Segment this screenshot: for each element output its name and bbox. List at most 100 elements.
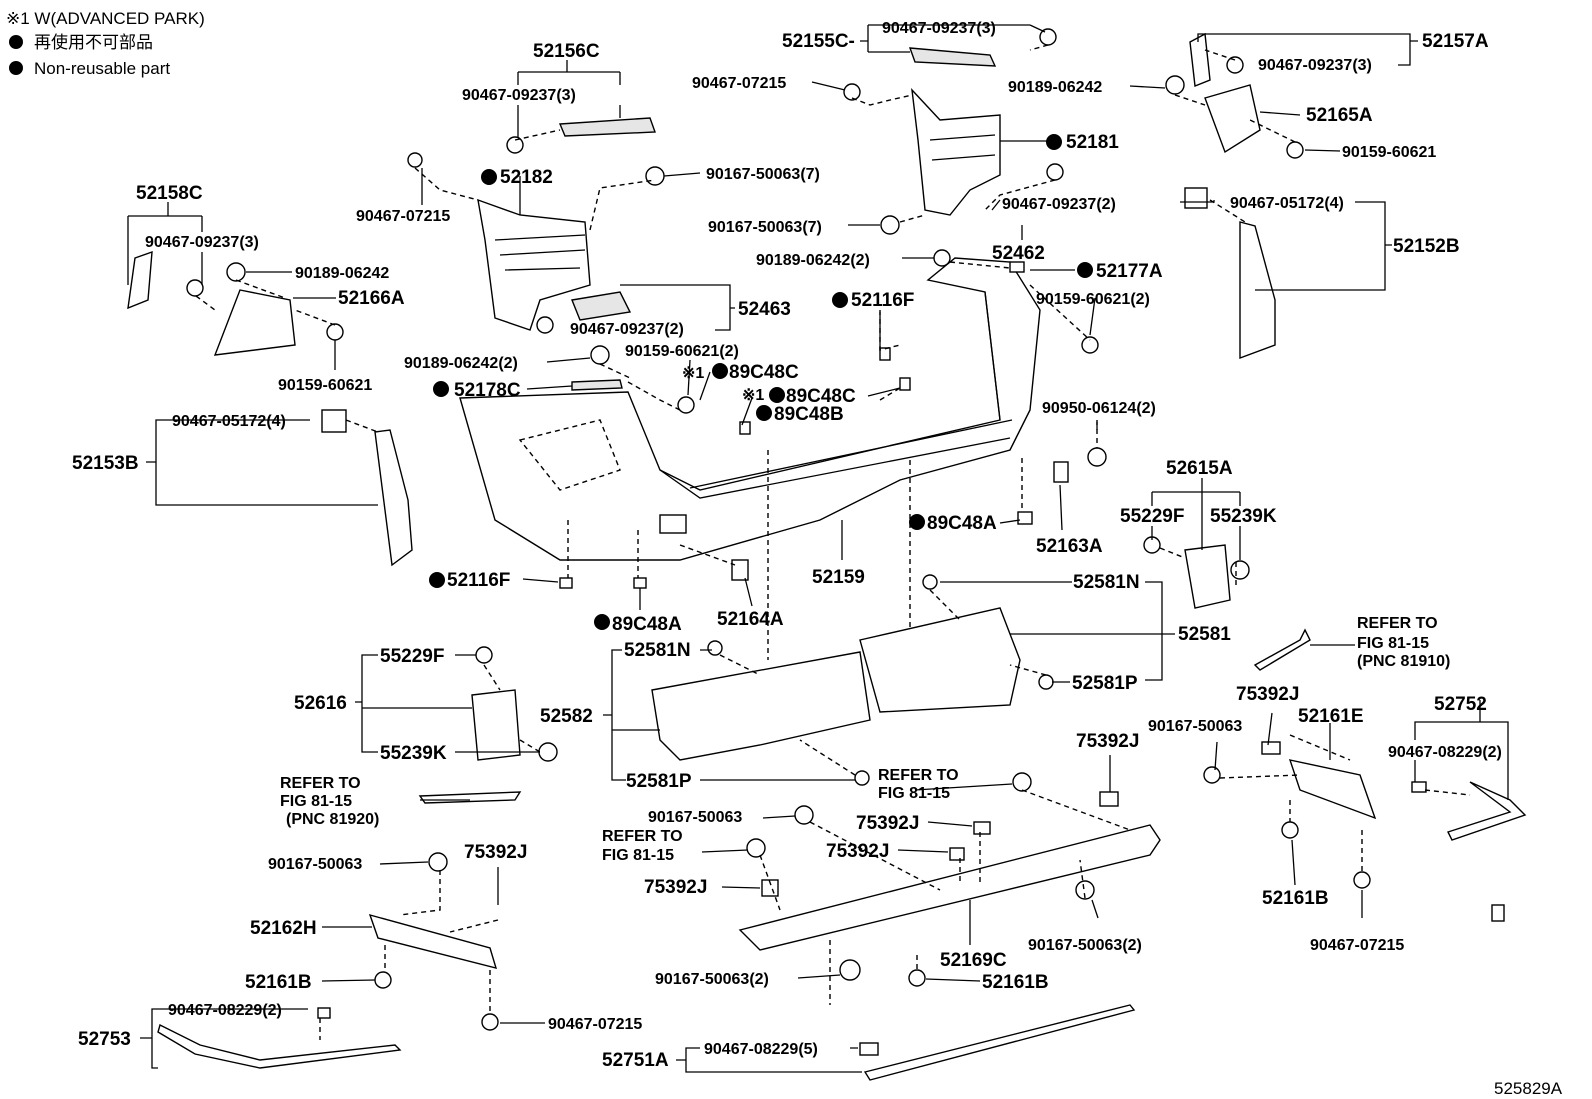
part-label: 52177A: [1096, 261, 1163, 282]
part-label: REFER TO: [602, 828, 683, 845]
part-label: REFER TO: [878, 767, 959, 784]
part-label: 89C48B: [774, 404, 844, 425]
absorber-52581-shape: [859, 607, 1021, 713]
part-label: 75392J: [644, 877, 707, 898]
non-reusable-markers: [429, 134, 1093, 630]
molding-52753-shape: [157, 1023, 402, 1069]
part-label: 52178C: [454, 380, 521, 401]
bracket-52157A-shape: [1189, 32, 1211, 87]
part-label: 52581: [1178, 624, 1231, 645]
sensor-52616-shape: [471, 689, 521, 761]
part-label: 90950-06124(2): [1042, 400, 1156, 417]
absorber-52582-shape: [651, 651, 871, 761]
part-label: FIG 81-15: [602, 847, 674, 864]
extension-52161E-shape: [1288, 759, 1377, 820]
part-label: 55239K: [1210, 506, 1277, 527]
part-label: 75392J: [464, 842, 527, 863]
part-label: 52581N: [624, 640, 691, 661]
legend-advanced-park: ※1 W(ADVANCED PARK): [6, 9, 205, 28]
part-label: 52181: [1066, 132, 1119, 153]
clip-shape: [321, 409, 347, 433]
non-reusable-dot-icon: [9, 35, 23, 49]
bracket-52158C-shape: [127, 250, 153, 310]
part-label: 90167-50063(7): [706, 166, 820, 183]
part-label: 90159-60621(2): [1036, 291, 1150, 308]
bracket-52166A-shape: [213, 289, 296, 356]
part-label: 52182: [500, 167, 553, 188]
part-label: 52161B: [982, 972, 1049, 993]
part-label: 90159-60621: [1342, 144, 1436, 161]
part-label: 90467-09237(2): [1002, 196, 1116, 213]
part-label: 55229F: [1120, 506, 1184, 527]
clip-shape: [1184, 187, 1208, 209]
molding-ref-81920-shape: [418, 791, 522, 804]
non-reusable-dot-icon: [1077, 262, 1093, 278]
part-label: 52116F: [851, 290, 914, 311]
part-label: 52162H: [250, 918, 317, 939]
part-label: 90467-08229(2): [168, 1002, 282, 1019]
bumper-cap-shape: [659, 514, 687, 534]
part-label: 52163A: [1036, 536, 1103, 557]
retainer-52156C-shape: [558, 117, 656, 137]
leader-lines: [127, 24, 1509, 1073]
part-label: 52159: [812, 567, 865, 588]
part-label: 89C48A: [927, 513, 997, 534]
part-label: 52166A: [338, 288, 405, 309]
part-label: 90467-09237(3): [882, 20, 996, 37]
assembly-lines: [195, 44, 1471, 1040]
pillar-52153B-shape: [374, 429, 413, 567]
molding-ref-81910-shape: [1253, 628, 1311, 671]
part-label: 52752: [1434, 694, 1487, 715]
legend-non-reusable: Non-reusable part: [34, 59, 170, 78]
non-reusable-dot-icon: [756, 405, 772, 421]
non-reusable-dot-icon: [429, 572, 445, 588]
part-label: 89C48A: [612, 614, 682, 635]
part-label: 90467-09237(3): [462, 87, 576, 104]
part-label: 90159-60621(2): [625, 343, 739, 360]
non-reusable-dot-icon: [594, 614, 610, 630]
part-label: 90189-06242: [1008, 79, 1102, 96]
part-label: (PNC 81910): [1357, 653, 1450, 670]
part-label: 52581N: [1073, 572, 1140, 593]
part-label: 52153B: [72, 453, 139, 474]
part-label: 90467-09237(3): [1258, 57, 1372, 74]
part-label: 90189-06242(2): [404, 355, 518, 372]
part-label: ※1: [682, 365, 704, 382]
part-label: 90167-50063(2): [1028, 937, 1142, 954]
non-reusable-dot-icon: [909, 514, 925, 530]
part-labels: 52156C 90467-09237(3) 52155C- 90467-0923…: [72, 20, 1502, 1071]
part-label: 55239K: [380, 743, 447, 764]
sensor-52615A-shape: [1184, 544, 1231, 609]
part-label: 52156C: [533, 41, 600, 62]
part-label: 52463: [738, 299, 791, 320]
part-label: 52582: [540, 706, 593, 727]
part-label: 55229F: [380, 646, 444, 667]
part-label: 75392J: [826, 841, 889, 862]
part-label: 52581P: [1072, 673, 1138, 694]
part-label: 90467-09237(3): [145, 234, 259, 251]
non-reusable-dot-icon: [1046, 134, 1062, 150]
bracket-52463-shape: [571, 291, 632, 321]
molding-52752-shape: [1447, 781, 1527, 841]
part-label: REFER TO: [280, 775, 361, 792]
part-label: 52161E: [1298, 706, 1364, 727]
part-label: 90467-08229(5): [704, 1041, 818, 1058]
part-label: 52581P: [626, 771, 692, 792]
extension-52162H-shape: [368, 913, 498, 969]
part-label: 52753: [78, 1029, 131, 1050]
non-reusable-dot-icon: [832, 292, 848, 308]
part-label: 52751A: [602, 1050, 669, 1071]
non-reusable-dot-icon: [712, 363, 728, 379]
part-label: 52161B: [1262, 888, 1329, 909]
non-reusable-dot-icon: [433, 381, 449, 397]
part-label: 52616: [294, 693, 347, 714]
hose-52178C-shape: [571, 379, 623, 391]
part-label: 89C48C: [729, 362, 799, 383]
part-label: 75392J: [856, 813, 919, 834]
spoiler-52169C-shape: [738, 824, 1161, 951]
part-label: 90467-07215: [356, 208, 450, 225]
part-label: 52152B: [1393, 236, 1460, 257]
legend-japanese: 再使用不可部品: [34, 32, 153, 52]
part-label: 52158C: [136, 183, 203, 204]
